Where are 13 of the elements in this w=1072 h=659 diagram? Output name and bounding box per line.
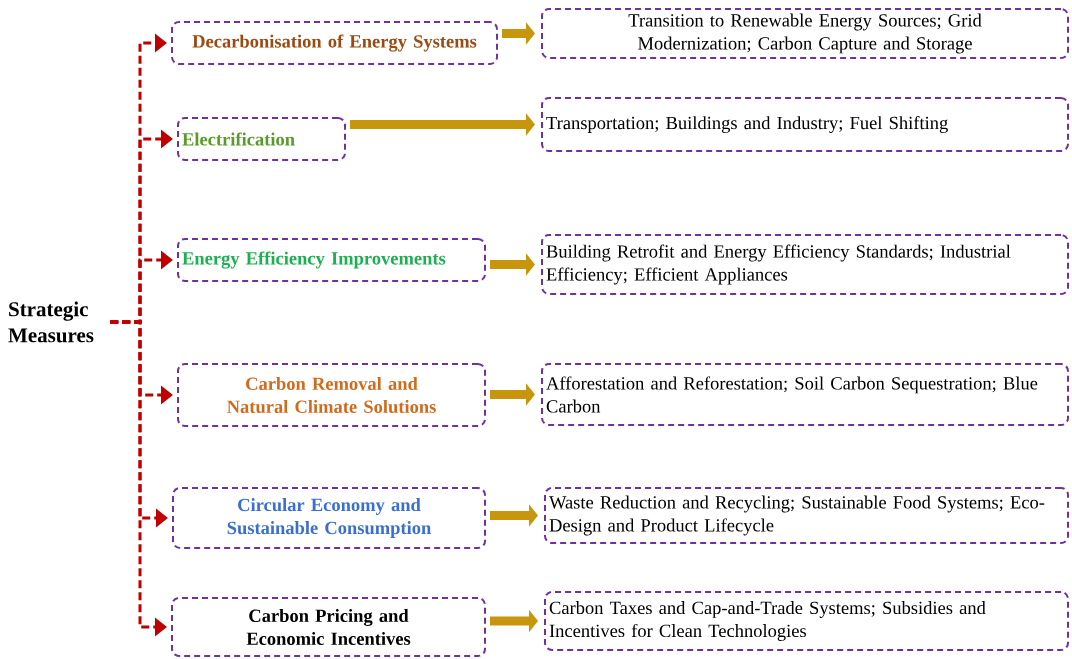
measure-box: Carbon Pricing and Economic Incentives xyxy=(171,597,486,657)
heading-text: Strategic Measures xyxy=(8,301,94,343)
detail-box: Transition to Renewable Energy Sources; Grid Modernization; Carbon Capture and Storage xyxy=(541,8,1069,59)
detail-box: Carbon Taxes and Cap-and-Trade Systems; Subsidies and Incentives for Clean Technologies xyxy=(544,591,1069,651)
detail-box: Waste Reduction and Recycling; Sustainable Food Systems; Eco-Design and Product Lifecycle xyxy=(544,487,1069,544)
detail-box: Transportation; Buildings and Industry; Fuel Shifting xyxy=(541,97,1069,152)
measure-box: Carbon Removal and Natural Climate Solutions xyxy=(177,363,486,427)
measure-box: Decarbonisation of Energy Systems xyxy=(171,21,498,65)
measure-box: Electrification xyxy=(177,117,346,161)
measure-box: Circular Economy and Sustainable Consumption xyxy=(172,487,486,549)
detail-box: Afforestation and Reforestation; Soil Carbon Sequestration; Blue Carbon xyxy=(541,363,1069,426)
detail-box: Building Retrofit and Energy Efficiency Standards; Industrial Efficiency; Efficient Appliances xyxy=(541,234,1069,295)
measure-box: Energy Efficiency Improvements xyxy=(177,238,486,282)
